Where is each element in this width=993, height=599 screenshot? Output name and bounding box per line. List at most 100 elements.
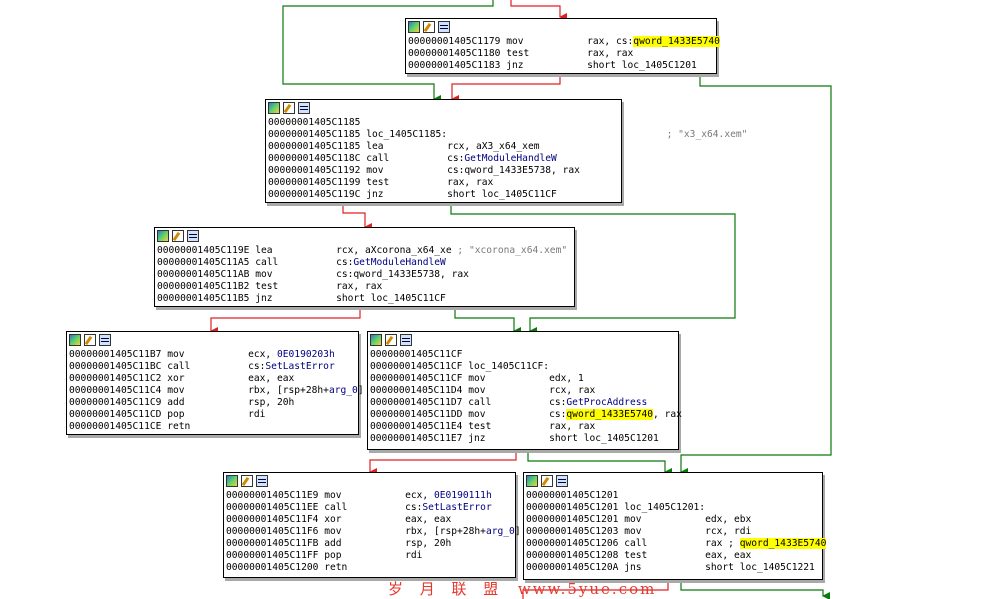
address: 00000001405C11F4 <box>226 514 319 525</box>
asm-line[interactable]: 00000001405C11C4 mov rbx, [rsp+28h+arg_0… <box>69 385 364 397</box>
location-label[interactable]: loc_1405C11CF: <box>468 361 550 372</box>
graph-colors-icon[interactable] <box>69 334 81 346</box>
graph-colors-icon[interactable] <box>370 334 382 346</box>
asm-line[interactable]: 00000001405C11B7 mov ecx, 0E0190203h <box>69 349 358 361</box>
symbol-name[interactable]: SetLastError <box>422 502 492 513</box>
asm-line[interactable]: 00000001405C11C9 add rsp, 20h <box>69 397 358 409</box>
asm-line[interactable]: 00000001405C1180 test rax, rax <box>408 48 716 60</box>
highlighted-symbol[interactable]: qword_1433E5740 <box>739 538 827 549</box>
asm-line[interactable]: 00000001405C11CF <box>370 349 678 361</box>
basic-block-1405C1185[interactable]: 00000001405C1185 00000001405C1185 loc_14… <box>265 99 747 203</box>
graph-colors-icon[interactable] <box>157 230 169 242</box>
asm-line[interactable]: 00000001405C1208 test eax, eax <box>526 550 822 562</box>
xref-list-icon[interactable] <box>556 475 568 487</box>
asm-line[interactable]: 00000001405C11B5 jnz short loc_1405C11CF <box>157 293 574 305</box>
symbol-name[interactable]: SetLastError <box>265 361 335 372</box>
highlighted-symbol[interactable]: qword_1433E5740 <box>566 409 654 420</box>
asm-line[interactable]: 00000001405C1192 mov cs:qword_1433E5738,… <box>268 165 621 177</box>
edit-pencil-icon[interactable] <box>541 475 553 487</box>
edge-top-green <box>282 0 494 103</box>
xref-list-icon[interactable] <box>400 334 412 346</box>
address: 00000001405C1201 <box>526 502 619 513</box>
asm-line[interactable]: 00000001405C119C jnz short loc_1405C11CF <box>268 189 621 201</box>
symbol-name[interactable]: 0E0190111h <box>433 490 492 501</box>
asm-line[interactable]: 00000001405C11B2 test rax, rax <box>157 281 574 293</box>
basic-block-1405C1179[interactable]: 00000001405C1179 mov rax, cs:qword_1433E… <box>405 18 720 74</box>
asm-line[interactable]: 00000001405C1200 retn <box>226 562 515 574</box>
xref-list-icon[interactable] <box>298 102 310 114</box>
symbol-name[interactable]: GetModuleHandleW <box>353 257 446 268</box>
asm-line[interactable]: 00000001405C1185 lea rcx, aX3_x64_xem <box>268 141 621 153</box>
asm-line[interactable]: 00000001405C11CF mov edx, 1 <box>370 373 678 385</box>
xref-list-icon[interactable] <box>187 230 199 242</box>
location-label[interactable]: loc_1405C1185: <box>366 129 448 140</box>
asm-line[interactable]: 00000001405C118C call cs:GetModuleHandle… <box>268 153 621 165</box>
graph-colors-icon[interactable] <box>268 102 280 114</box>
asm-line[interactable]: 00000001405C119E lea rcx, aXcorona_x64_x… <box>157 245 574 257</box>
asm-line[interactable]: 00000001405C11F4 xor eax, eax <box>226 514 515 526</box>
asm-line[interactable]: 00000001405C1199 test rax, rax <box>268 177 621 189</box>
symbol-name[interactable]: GetProcAddress <box>566 397 648 408</box>
edit-pencil-icon[interactable] <box>423 21 435 33</box>
operand-text: rsp, 20h <box>405 538 452 549</box>
graph-colors-icon[interactable] <box>408 21 420 33</box>
asm-line[interactable]: 00000001405C11BC call cs:SetLastError <box>69 361 358 373</box>
operand-text: , rax <box>653 409 682 420</box>
symbol-name[interactable]: arg_0 <box>328 385 358 396</box>
asm-line[interactable]: 00000001405C1185 <box>268 117 621 129</box>
asm-line[interactable]: 00000001405C1203 mov rcx, rdi <box>526 526 822 538</box>
symbol-name[interactable]: GetModuleHandleW <box>464 153 557 164</box>
asm-line[interactable]: 00000001405C11A5 call cs:GetModuleHandle… <box>157 257 574 269</box>
asm-line[interactable]: 00000001405C11CE retn <box>69 421 358 433</box>
mnemonic: jns <box>624 562 642 573</box>
basic-block-1405C11CF[interactable]: 00000001405C11CF 00000001405C11CF loc_14… <box>367 331 682 450</box>
block-toolbar <box>406 19 716 35</box>
mnemonic: mov <box>167 349 185 360</box>
edit-pencil-icon[interactable] <box>172 230 184 242</box>
edit-pencil-icon[interactable] <box>283 102 295 114</box>
asm-line[interactable]: 00000001405C11FF pop rdi <box>226 550 515 562</box>
location-label[interactable]: loc_1405C1201: <box>624 502 706 513</box>
basic-block-1405C119E[interactable]: 00000001405C119E lea rcx, aXcorona_x64_x… <box>154 227 575 307</box>
edit-pencil-icon[interactable] <box>84 334 96 346</box>
asm-line[interactable]: 00000001405C11CD pop rdi <box>69 409 358 421</box>
xref-list-icon[interactable] <box>438 21 450 33</box>
asm-line[interactable]: 00000001405C1201 mov edx, ebx <box>526 514 822 526</box>
operand-text: eax, eax <box>248 373 295 384</box>
operand-text: ecx, <box>405 490 434 501</box>
highlighted-symbol[interactable]: qword_1433E5740 <box>633 36 720 47</box>
xref-list-icon[interactable] <box>99 334 111 346</box>
asm-line[interactable]: 00000001405C11DD mov cs:qword_1433E5740,… <box>370 409 682 421</box>
asm-line[interactable]: 00000001405C11E7 jnz short loc_1405C1201 <box>370 433 678 445</box>
graph-colors-icon[interactable] <box>226 475 238 487</box>
asm-line[interactable]: 00000001405C1183 jnz short loc_1405C1201 <box>408 60 716 72</box>
asm-line[interactable]: 00000001405C11CF loc_1405C11CF: <box>370 361 678 373</box>
asm-line[interactable]: 00000001405C120A jns short loc_1405C1221 <box>526 562 822 574</box>
asm-line[interactable]: 00000001405C11E9 mov ecx, 0E0190111h <box>226 490 515 502</box>
asm-line[interactable]: 00000001405C11EE call cs:SetLastError <box>226 502 515 514</box>
asm-line[interactable]: 00000001405C11FB add rsp, 20h <box>226 538 515 550</box>
xref-list-icon[interactable] <box>256 475 268 487</box>
symbol-name[interactable]: 0E0190203h <box>276 349 335 360</box>
mnemonic: retn <box>324 562 348 573</box>
asm-line[interactable]: 00000001405C1206 call rax ; qword_1433E5… <box>526 538 827 550</box>
mnemonic: lea <box>255 245 273 256</box>
asm-line[interactable]: 00000001405C11D4 mov rcx, rax <box>370 385 678 397</box>
basic-block-1405C1201[interactable]: 00000001405C1201 00000001405C1201 loc_14… <box>523 472 827 580</box>
edit-pencil-icon[interactable] <box>241 475 253 487</box>
edit-pencil-icon[interactable] <box>385 334 397 346</box>
asm-line[interactable]: 00000001405C11D7 call cs:GetProcAddress <box>370 397 678 409</box>
asm-line[interactable]: 00000001405C11C2 xor eax, eax <box>69 373 358 385</box>
asm-line[interactable]: 00000001405C11E4 test rax, rax <box>370 421 678 433</box>
asm-line[interactable]: 00000001405C1201 loc_1405C1201: <box>526 502 822 514</box>
asm-line[interactable]: 00000001405C11AB mov cs:qword_1433E5738,… <box>157 269 574 281</box>
watermark-cn: 岁 月 联 盟 <box>388 580 505 598</box>
asm-line[interactable]: 00000001405C1185 loc_1405C1185: ; "x3_x6… <box>268 129 747 141</box>
asm-line[interactable]: 00000001405C1201 <box>526 490 822 502</box>
asm-line[interactable]: 00000001405C11F6 mov rbx, [rsp+28h+arg_0… <box>226 526 521 538</box>
asm-line[interactable]: 00000001405C1179 mov rax, cs:qword_1433E… <box>408 36 720 48</box>
symbol-name[interactable]: arg_0 <box>485 526 515 537</box>
graph-colors-icon[interactable] <box>526 475 538 487</box>
